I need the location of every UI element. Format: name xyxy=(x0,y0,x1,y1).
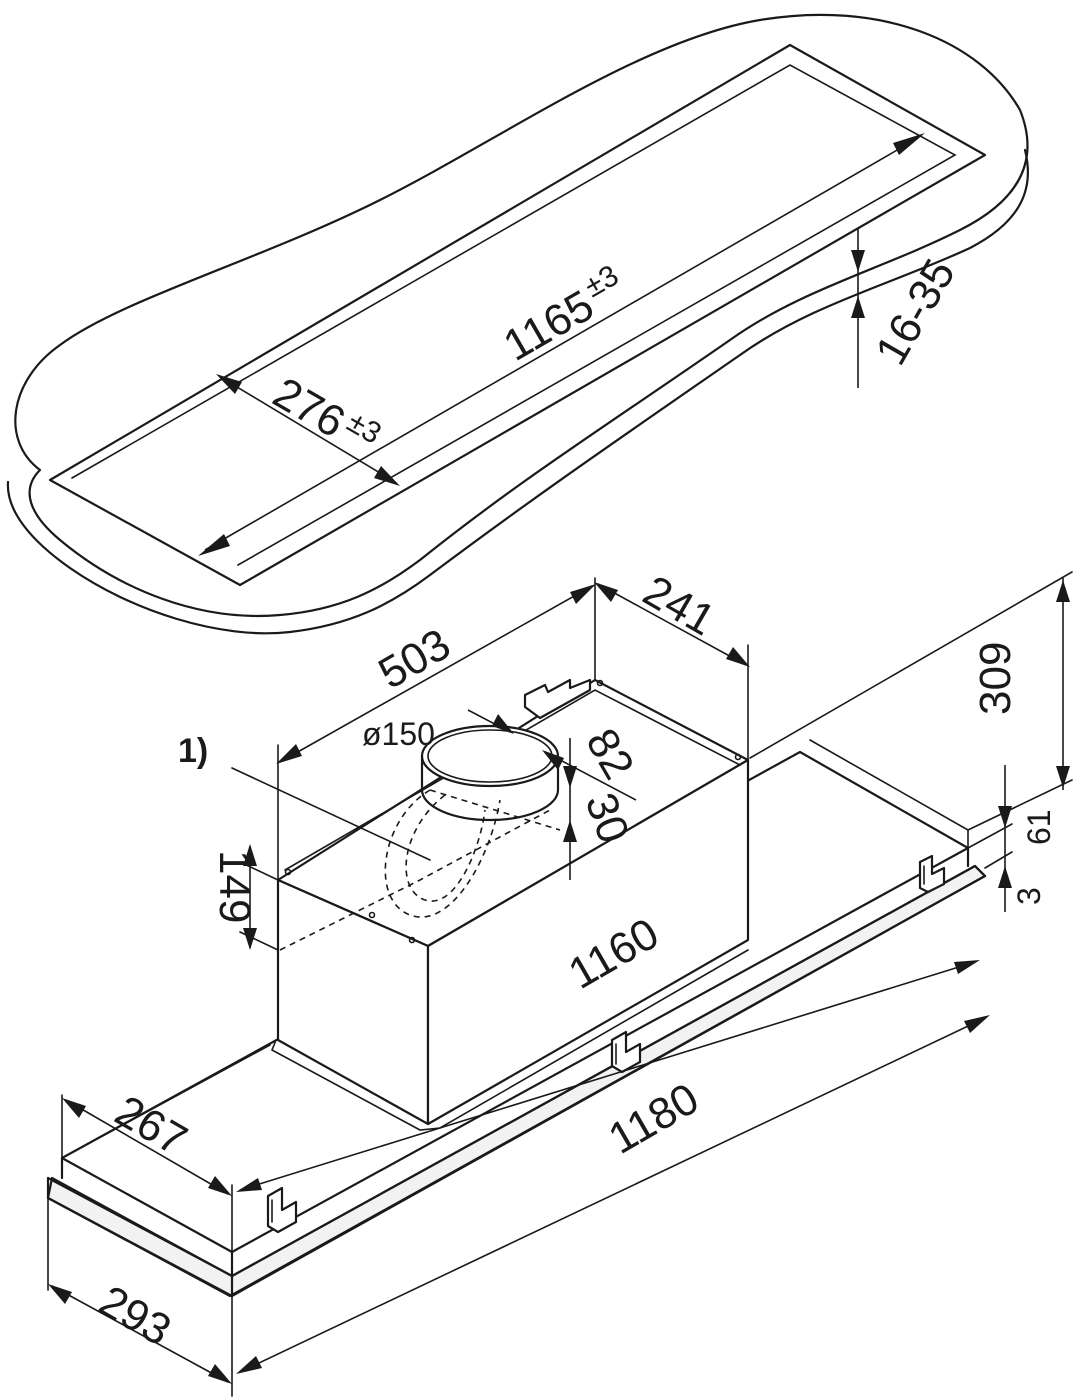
worktop-thickness-dimension: 16-35 xyxy=(851,228,965,388)
label-1180: 1180 xyxy=(601,1074,707,1164)
mounting-bracket-right xyxy=(918,854,946,894)
hood-unit xyxy=(46,678,987,1298)
footnote-marker: 1) xyxy=(178,732,208,770)
footnote-1: 1) xyxy=(178,732,431,861)
label-149: 149 xyxy=(210,850,259,923)
label-3: 3 xyxy=(1011,887,1047,905)
label-duct-diameter: ø150 xyxy=(362,716,435,752)
label-293: 293 xyxy=(91,1276,179,1355)
worktop-panel xyxy=(6,13,1029,635)
label-61: 61 xyxy=(1021,809,1057,845)
cutout-width-label: 276 xyxy=(265,368,353,447)
worktop-thickness-label: 16-35 xyxy=(866,251,965,373)
dimension-3: 3 xyxy=(984,851,1047,905)
cutout-length-label: 1165 xyxy=(496,281,602,371)
label-241: 241 xyxy=(635,566,723,645)
duct-diameter: ø150 xyxy=(362,716,435,752)
cutout-width-dimension: 276 ±3 xyxy=(216,368,400,486)
label-309: 309 xyxy=(971,642,1020,715)
dimension-149: 149 xyxy=(210,844,279,951)
label-503: 503 xyxy=(371,620,459,699)
mounting-bracket-left xyxy=(266,1186,298,1234)
dimension-309: 309 xyxy=(749,571,1073,831)
mounting-bracket-middle xyxy=(610,1030,642,1074)
